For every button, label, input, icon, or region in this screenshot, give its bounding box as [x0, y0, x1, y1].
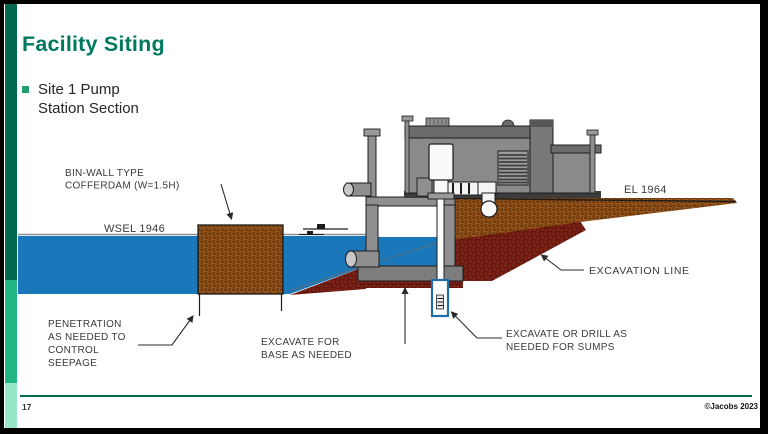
label-excavate-base-line1: EXCAVATE FOR [261, 337, 340, 348]
roof-vent [425, 117, 450, 127]
sump-pump-stages [437, 298, 444, 306]
left-building-post [404, 118, 410, 194]
water-surface-symbol [299, 224, 348, 235]
cofferdam-arrow [220, 183, 234, 221]
sidebar-accent-dark [5, 4, 17, 280]
slide-canvas: Facility Siting Site 1 Pump Station Sect… [4, 4, 760, 428]
page-number: 17 [22, 402, 32, 412]
bullet-text-line1: Site 1 Pump [38, 81, 120, 98]
sidebar-accent-mid [5, 280, 17, 383]
label-penetration-line4: SEEPAGE [48, 358, 97, 369]
label-wsel: WSEL 1946 [104, 223, 165, 235]
building-roof [404, 125, 533, 139]
pipe-flanges [452, 183, 470, 194]
bullet-marker [22, 86, 29, 93]
annex-wall [552, 152, 591, 194]
earth-bank [452, 198, 737, 240]
buried-pipe-end [480, 200, 498, 218]
slide-title: Facility Siting [22, 32, 165, 56]
building-foundation [404, 191, 601, 198]
intake-pipes [343, 128, 381, 268]
louver-slats [499, 154, 527, 184]
label-penetration-line1: PENETRATION [48, 319, 122, 330]
bed-slope-line [288, 264, 367, 292]
label-excavation-line: EXCAVATION LINE [589, 265, 690, 277]
label-excavate-sumps-line2: NEEDED FOR SUMPS [506, 342, 615, 353]
copyright-text: ©Jacobs 2023 [704, 402, 758, 411]
pump-station-section-diagram: BIN-WALL TYPE COFFERDAM (W=1.5H) WSEL 19… [18, 115, 737, 369]
roof-vent-slats [429, 119, 447, 125]
bullet-text-line2: Station Section [38, 100, 139, 118]
tower-cap [530, 120, 553, 127]
footer-divider [20, 395, 752, 397]
excavate-sumps-arrow [450, 311, 502, 339]
discharge-piping [445, 181, 498, 218]
intake-base-slab [357, 265, 464, 282]
deck-post-cap [363, 128, 381, 137]
bullet-text: Site 1 Pump Station Section [38, 80, 139, 118]
excavation-wedge [452, 221, 586, 281]
intake-interior [376, 206, 441, 238]
penetration-arrow [138, 315, 194, 346]
building-tower [529, 119, 554, 194]
pump-station-building [401, 115, 602, 198]
right-post-cap [586, 129, 599, 136]
pump-column [436, 195, 445, 283]
excavation-line-arrow [540, 254, 584, 271]
left-building-post-cap [401, 115, 414, 122]
cofferdam-block [197, 224, 284, 295]
label-excavate-base-line2: BASE AS NEEDED [261, 350, 352, 361]
water-body [18, 236, 366, 294]
label-el: EL 1964 [624, 184, 667, 196]
lower-intake-pipe-end [345, 250, 357, 268]
bullet-item: Site 1 Pump Station Section [22, 80, 139, 118]
pump-assembly [427, 143, 455, 318]
pump-motor [428, 143, 454, 181]
label-penetration-line2: AS NEEDED TO [48, 332, 126, 343]
right-post [589, 132, 596, 194]
upper-pipe-end [343, 182, 354, 197]
cofferdam-penetration-lines [198, 294, 283, 316]
label-bin-wall-line2: COFFERDAM (W=1.5H) [65, 181, 180, 192]
excavation-front-wedge [290, 266, 366, 295]
bed-slope-line-interior [379, 241, 441, 262]
roof-dome-vent [501, 119, 515, 127]
label-penetration-line3: CONTROL [48, 345, 99, 356]
label-excavate-sumps-line1: EXCAVATE OR DRILL AS [506, 329, 627, 340]
excavation-under-base [360, 281, 463, 288]
label-bin-wall-line1: BIN-WALL TYPE [65, 168, 144, 179]
pump-deck-flange [427, 192, 455, 200]
sidebar-accent-light [5, 383, 17, 428]
equipment-box [416, 177, 433, 197]
